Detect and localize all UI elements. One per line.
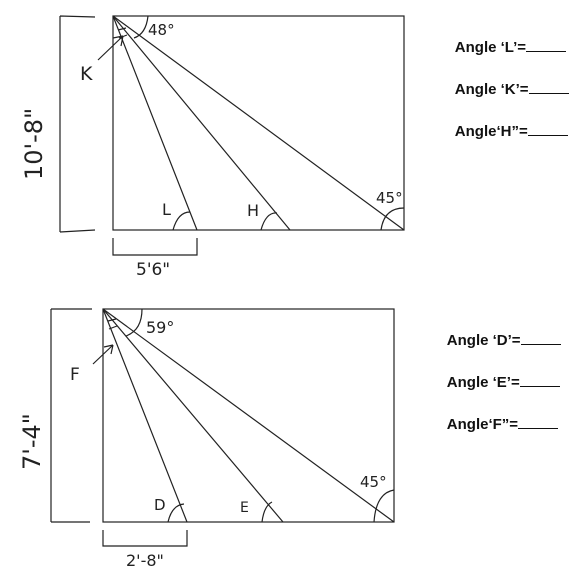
top-line-to-L [112, 15, 198, 231]
question-angle-F-text: Angle‘F”= [446, 416, 519, 433]
bottom-apex-ticks [107, 318, 118, 330]
answer-blank-K[interactable] [528, 81, 569, 94]
top-angle-arc-H [260, 212, 278, 231]
bottom-line-to-D [102, 308, 188, 523]
bottom-angle-arc-E [261, 501, 273, 523]
bottom-angle-arc-45 [373, 489, 395, 523]
bottom-angle-arc-59 [125, 308, 143, 337]
top-base-label: 5'6" [136, 260, 170, 280]
question-angle-D-text: Angle ‘D’= [446, 332, 521, 349]
answer-blank-D[interactable] [520, 332, 561, 345]
top-angle-label-45: 45° [376, 189, 403, 207]
bottom-base-label: 2'-8" [126, 551, 164, 570]
question-angle-H: Angle‘H”= [447, 106, 568, 140]
top-height-bracket [59, 15, 96, 233]
question-angle-L: Angle ‘L’= [447, 22, 567, 56]
bottom-label-E: E [240, 500, 249, 516]
bottom-F-arrow [92, 344, 114, 365]
answer-blank-H[interactable] [527, 123, 568, 136]
top-K-arrow [97, 35, 124, 61]
question-angle-D: Angle ‘D’= [439, 315, 561, 349]
bottom-angle-label-59: 59° [146, 318, 174, 337]
bottom-label-F: F [70, 365, 80, 385]
question-angle-E: Angle ‘E’= [439, 357, 560, 391]
top-label-H: H [247, 201, 259, 220]
bottom-height-bracket [50, 308, 92, 523]
top-height-label: 10'-8" [20, 108, 48, 180]
top-angle-arc-48 [133, 15, 149, 39]
question-angle-K-text: Angle ‘K’= [454, 81, 529, 98]
top-label-L: L [162, 200, 171, 219]
top-label-K: K [80, 63, 93, 85]
top-diagonal [112, 15, 405, 231]
top-base-bracket [112, 238, 198, 256]
answer-blank-L[interactable] [526, 39, 567, 52]
question-angle-F: Angle‘F”= [439, 399, 559, 433]
bottom-angle-label-45: 45° [360, 473, 387, 491]
bottom-line-to-E [102, 308, 284, 523]
bottom-label-D: D [154, 496, 166, 514]
question-angle-E-text: Angle ‘E’= [446, 374, 520, 391]
question-angle-K: Angle ‘K’= [447, 64, 569, 98]
top-angle-arc-L [172, 211, 191, 231]
bottom-height-label: 7'-4" [18, 413, 46, 470]
question-angle-H-text: Angle‘H”= [454, 123, 528, 140]
bottom-base-bracket [102, 530, 188, 547]
answer-blank-F[interactable] [518, 416, 559, 429]
question-angle-L-text: Angle ‘L’= [454, 39, 527, 56]
bottom-rectangle [102, 308, 395, 523]
top-angle-label-48: 48° [148, 21, 175, 39]
bottom-diagonal [102, 308, 395, 523]
top-rectangle [112, 15, 405, 231]
top-line-to-H [112, 15, 291, 231]
top-angle-arc-45 [380, 207, 405, 231]
bottom-angle-arc-D [167, 503, 185, 523]
answer-blank-E[interactable] [519, 374, 560, 387]
top-apex-ticks [117, 27, 128, 39]
